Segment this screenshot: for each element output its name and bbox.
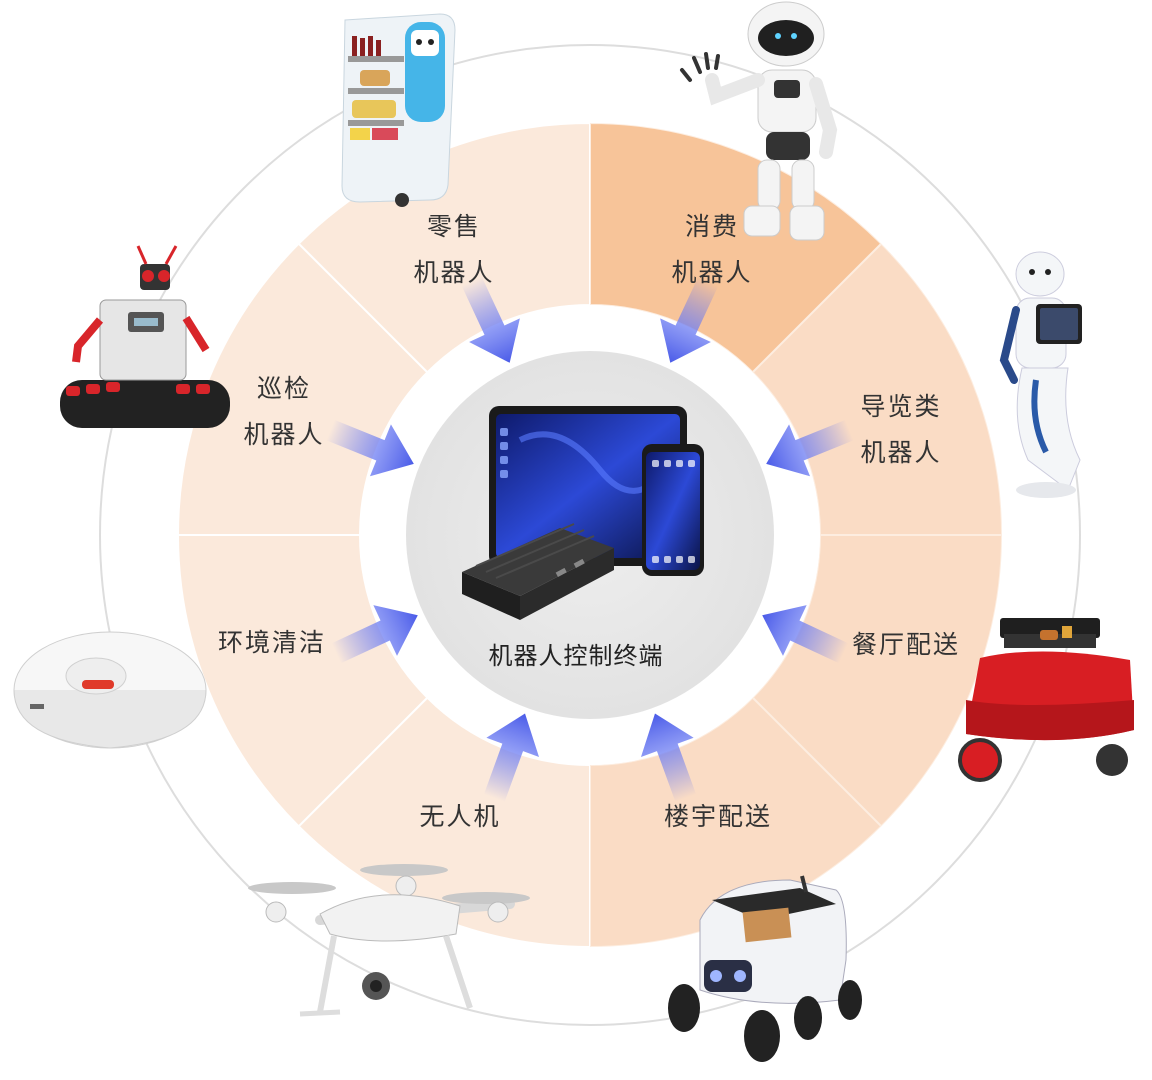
- inward-arrow-7: [331, 605, 418, 664]
- center-label: 机器人控制终端: [488, 642, 664, 670]
- inward-arrow-1: [461, 276, 520, 363]
- patrol-robot-image: [60, 245, 230, 428]
- humanoid-robot-image: [680, 1, 838, 241]
- inward-arrow-3: [766, 419, 854, 477]
- segment-label-consumer: 消费机器人: [671, 212, 753, 287]
- segment-label-drone: 无人机: [419, 802, 501, 831]
- robot-vacuum-image: [13, 631, 207, 749]
- segment-label-guide: 导览类机器人: [860, 392, 942, 467]
- outer-circle: [99, 44, 1081, 1026]
- segment-label-cleaning: 环境清洁: [217, 628, 326, 657]
- restaurant-delivery-robot-image: [958, 618, 1134, 782]
- segment-label-building: 楼宇配送: [663, 802, 772, 831]
- delivery-rover-image: [668, 875, 862, 1062]
- controller-terminal-icon: [462, 406, 704, 620]
- inward-arrow-4: [762, 605, 849, 664]
- inward-arrow-5: [640, 713, 697, 802]
- arrow-group: [326, 276, 854, 802]
- inward-arrow-2: [660, 276, 719, 363]
- inward-arrow-8: [326, 419, 414, 477]
- segment-label-restaurant: 餐厅配送: [851, 630, 960, 659]
- retail-robot-image: [341, 13, 456, 207]
- segment-label-retail: 零售机器人: [413, 212, 495, 287]
- segment-label-patrol: 巡检机器人: [243, 374, 325, 449]
- inward-arrow-6: [483, 713, 540, 802]
- guide-robot-image: [999, 251, 1082, 498]
- drone-image: [248, 864, 530, 1017]
